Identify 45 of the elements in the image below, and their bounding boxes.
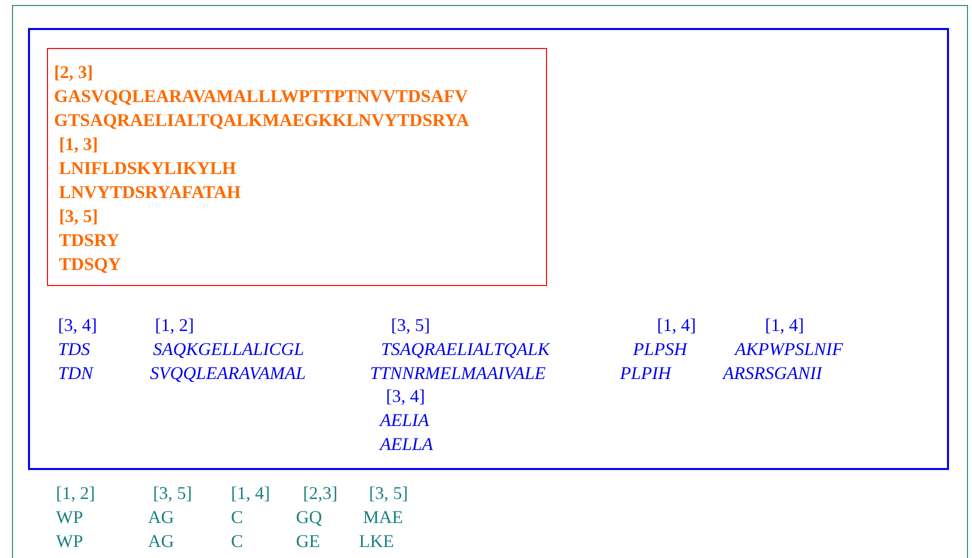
sequence-text: WP xyxy=(56,506,83,528)
range-label: [3, 5] xyxy=(153,482,192,504)
sequence-text: LKE xyxy=(359,530,394,552)
sequence-text: TDN xyxy=(58,362,94,384)
sequence-text: ARSRSGANII xyxy=(723,362,822,384)
highlight-box xyxy=(47,48,547,286)
range-label: [1, 4] xyxy=(657,314,696,336)
range-label: [1, 2] xyxy=(155,314,194,336)
sequence-text: GTSAQRAELIALTQALKMAEGKKLNVYTDSRYA xyxy=(54,109,470,131)
sequence-text: LNIFLDSKYLIKYLH xyxy=(59,157,236,179)
range-label: [3, 5] xyxy=(59,205,98,227)
range-label: [2, 3] xyxy=(54,61,93,83)
sequence-text: C xyxy=(231,506,244,528)
sequence-text: AKPWPSLNIF xyxy=(735,338,843,360)
sequence-text: TSAQRAELIALTQALK xyxy=(381,338,550,360)
range-label: [2,3] xyxy=(303,482,338,504)
sequence-text: AELIA xyxy=(380,409,429,431)
sequence-text: GE xyxy=(296,530,320,552)
sequence-text: GQ xyxy=(296,506,322,528)
outer-frame xyxy=(12,5,968,558)
sequence-text: AELLA xyxy=(380,433,434,455)
range-label: [1, 4] xyxy=(765,314,804,336)
sequence-text: PLPIH xyxy=(620,362,671,384)
inner-panel xyxy=(28,28,949,470)
sequence-text: TDSQY xyxy=(59,253,122,275)
range-label: [3, 5] xyxy=(391,314,430,336)
range-label: [3, 4] xyxy=(58,314,97,336)
sequence-text: SVQQLEARAVAMAL xyxy=(150,362,306,384)
range-label: [3, 5] xyxy=(369,482,408,504)
range-label: [3, 4] xyxy=(386,385,425,407)
sequence-text: PLPSH xyxy=(633,338,687,360)
sequence-text: GASVQQLEARAVAMALLLWPTTPTNVVTDSAFV xyxy=(54,85,468,107)
sequence-text: LNVYTDSRYAFATAH xyxy=(59,181,241,203)
range-label: [1, 2] xyxy=(56,482,95,504)
sequence-text: AG xyxy=(148,506,174,528)
sequence-text: AG xyxy=(148,530,174,552)
sequence-text: TDSRY xyxy=(59,229,120,251)
sequence-text: TTNNRMELMAAIVALE xyxy=(370,362,546,384)
sequence-text: SAQKGELLALICGL xyxy=(153,338,304,360)
sequence-text: TDS xyxy=(58,338,90,360)
sequence-text: MAE xyxy=(363,506,403,528)
sequence-text: C xyxy=(231,530,244,552)
range-label: [1, 4] xyxy=(231,482,270,504)
range-label: [1, 3] xyxy=(59,133,98,155)
sequence-text: WP xyxy=(56,530,83,552)
